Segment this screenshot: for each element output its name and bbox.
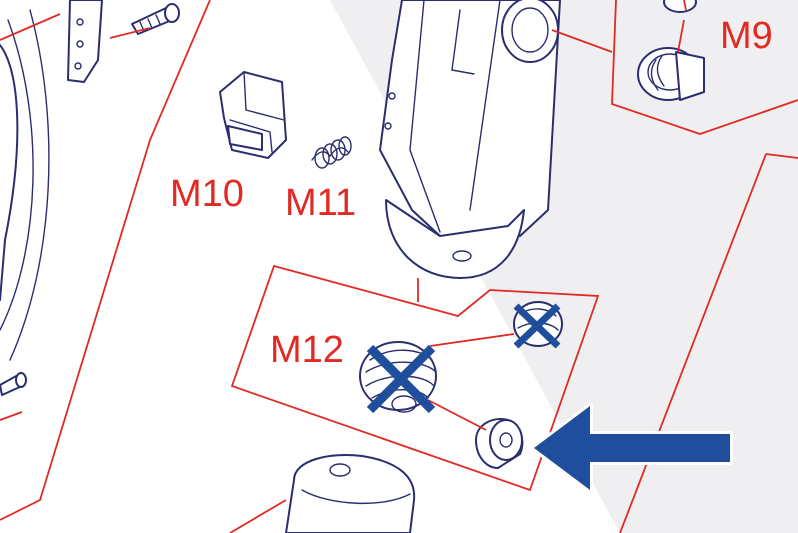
main-column-part <box>379 0 561 279</box>
m9-cap-part <box>637 0 705 101</box>
label-m10: M10 <box>170 173 244 215</box>
m12-washer-part <box>475 418 524 469</box>
label-m11: M11 <box>285 182 356 224</box>
bracket-part <box>67 0 103 83</box>
label-m12: M12 <box>270 329 344 371</box>
cross-mark-small <box>513 303 561 349</box>
bottom-cylinder-part <box>285 454 416 533</box>
label-m9: M9 <box>720 15 773 57</box>
screw-top <box>131 3 180 35</box>
pointer-arrow <box>531 403 733 493</box>
m11-spring-part <box>311 136 352 169</box>
cross-mark-large <box>366 344 436 414</box>
screw-left <box>0 372 27 396</box>
left-housing-part <box>0 9 50 361</box>
m10-bracket-part <box>219 71 287 159</box>
